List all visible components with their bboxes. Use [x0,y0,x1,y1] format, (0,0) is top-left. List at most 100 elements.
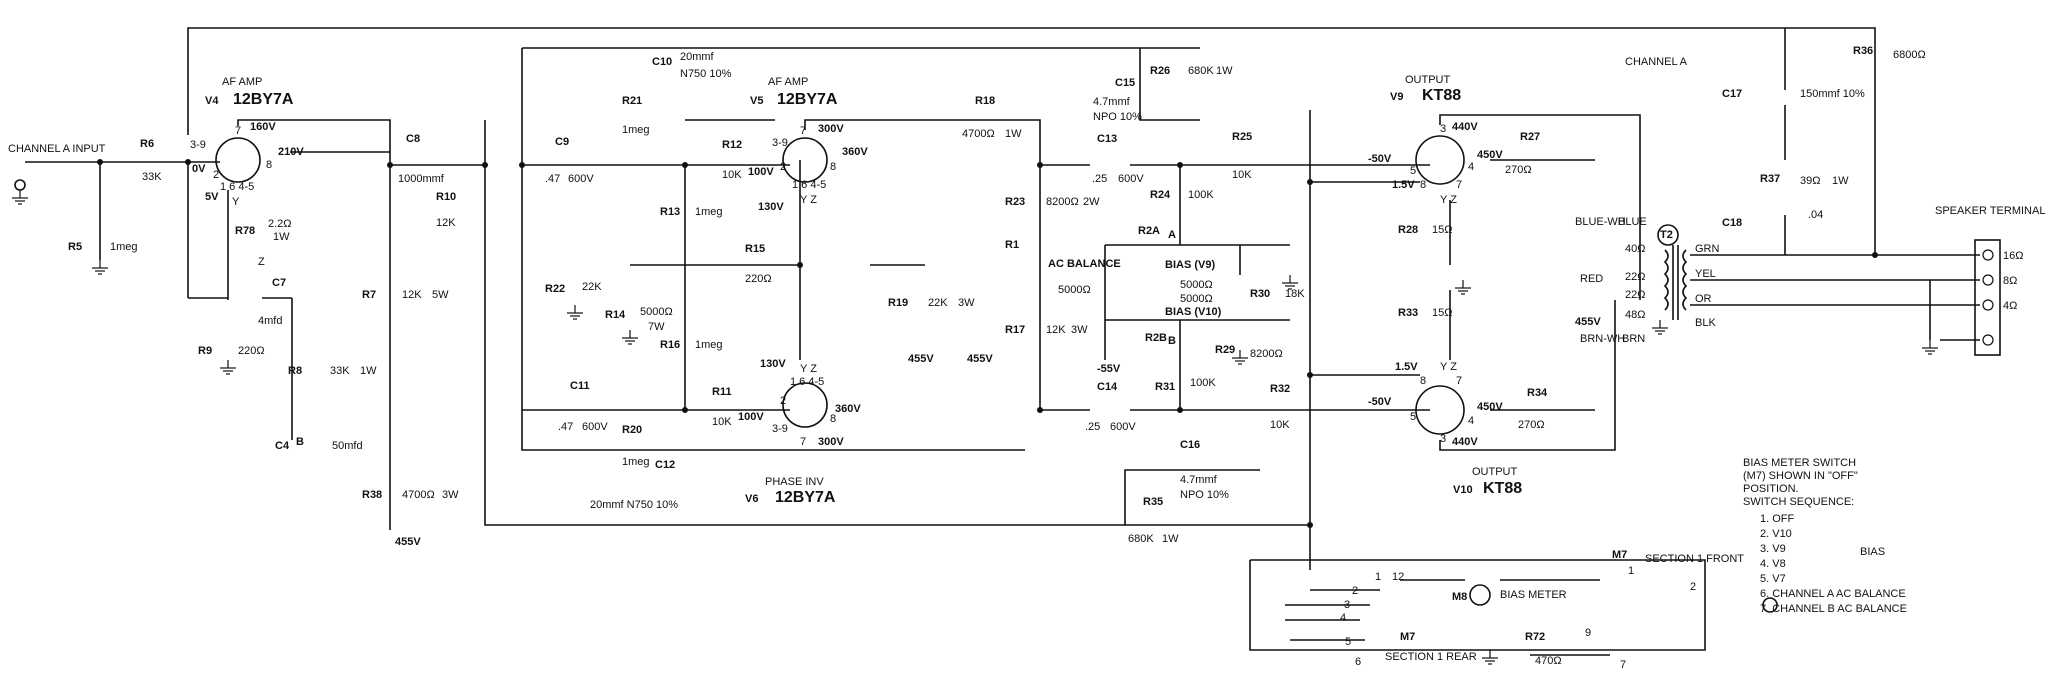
svg-text:2W: 2W [1083,196,1100,208]
svg-text:SPEAKER TERMINAL BOARD: SPEAKER TERMINAL BOARD [1935,205,2048,217]
svg-text:40Ω: 40Ω [1625,243,1645,255]
v9-envelope [1415,135,1465,185]
svg-text:8: 8 [1420,179,1426,191]
svg-text:1: 1 [1375,571,1381,583]
svg-text:4: 4 [1468,161,1474,173]
svg-text:15Ω: 15Ω [1432,307,1452,319]
svg-text:8200Ω: 8200Ω [1046,196,1079,208]
svg-text:7. CHANNEL B AC BALANCE: 7. CHANNEL B AC BALANCE [1760,603,1907,615]
svg-text:1. OFF: 1. OFF [1760,513,1795,525]
svg-text:360V: 360V [835,403,861,415]
svg-text:8: 8 [830,413,836,425]
svg-text:50mfd: 50mfd [332,440,363,452]
svg-text:220Ω: 220Ω [238,345,265,357]
switch-note: BIAS METER SWITCH (M7) SHOWN IN "OFF" PO… [1743,457,1907,615]
svg-text:10K: 10K [712,416,732,428]
svg-text:12K: 12K [1046,324,1066,336]
svg-text:BRN: BRN [1622,333,1645,345]
svg-text:2: 2 [1352,585,1358,597]
v6-envelope [782,382,828,428]
svg-text:1W: 1W [1005,128,1022,140]
svg-text:22K: 22K [582,281,602,293]
svg-text:2. V10: 2. V10 [1760,528,1792,540]
svg-text:33K: 33K [330,365,350,377]
svg-text:1meg: 1meg [622,456,650,468]
svg-text:R11: R11 [712,386,732,398]
svg-text:7W: 7W [648,321,665,333]
svg-text:15Ω: 15Ω [1432,224,1452,236]
svg-text:4Ω: 4Ω [2003,300,2017,312]
svg-text:300V: 300V [818,123,844,135]
svg-text:R24: R24 [1150,189,1171,201]
svg-text:4700Ω: 4700Ω [962,128,995,140]
svg-text:R23: R23 [1005,196,1025,208]
svg-text:1 6 4-5: 1 6 4-5 [790,376,824,388]
svg-text:1W: 1W [1162,533,1179,545]
svg-text:1: 1 [1628,565,1634,577]
svg-text:R2A: R2A [1138,225,1160,237]
svg-text:22Ω: 22Ω [1625,289,1645,301]
svg-text:48Ω: 48Ω [1625,309,1645,321]
svg-text:C10: C10 [652,56,672,68]
v9-role: OUTPUT [1405,74,1451,86]
svg-text:440V: 440V [1452,436,1478,448]
svg-text:C8: C8 [406,133,420,145]
input-label: CHANNEL A INPUT [8,143,106,155]
svg-text:R27: R27 [1520,131,1540,143]
svg-text:OR: OR [1695,293,1712,305]
svg-text:R28: R28 [1398,224,1418,236]
svg-text:R38: R38 [362,489,382,501]
svg-text:100V: 100V [738,411,764,423]
svg-text:R21: R21 [622,95,642,107]
svg-text:5000Ω: 5000Ω [1180,279,1213,291]
svg-text:5: 5 [1410,165,1416,177]
svg-text:-50V: -50V [1368,396,1392,408]
tube-labels: AF AMP V4 12BY7A AF AMP V5 12BY7A PHASE … [205,74,1522,506]
svg-text:Y Z: Y Z [1440,194,1457,206]
svg-text:22K: 22K [928,297,948,309]
v10-type: KT88 [1483,480,1522,497]
svg-text:455V: 455V [908,353,934,365]
svg-text:R36: R36 [1853,45,1873,57]
svg-text:220Ω: 220Ω [745,273,772,285]
speaker-labels: SPEAKER TERMINAL BOARD 16Ω 8Ω 4Ω [1935,205,2048,312]
svg-text:R14: R14 [605,309,626,321]
svg-text:1W: 1W [273,231,290,243]
svg-text:C14: C14 [1097,381,1118,393]
svg-text:270Ω: 270Ω [1505,164,1532,176]
bias-meter-symbol [1469,584,1491,606]
svg-text:5000Ω: 5000Ω [1058,284,1091,296]
svg-text:470Ω: 470Ω [1535,655,1562,667]
svg-text:3-9: 3-9 [190,139,206,151]
svg-text:BIAS METER SWITCH: BIAS METER SWITCH [1743,457,1856,469]
svg-text:R1: R1 [1005,239,1019,251]
svg-text:Y Z: Y Z [800,194,817,206]
svg-text:M7: M7 [1612,549,1627,561]
svg-text:7: 7 [800,436,806,448]
meter-switch-labels: M8 BIAS METER M7 SECTION 1 FRONT M7 SECT… [1340,549,1744,671]
svg-text:4700Ω: 4700Ω [402,489,435,501]
svg-text:20mmf N750 10%: 20mmf N750 10% [590,499,678,511]
svg-text:C17: C17 [1722,88,1742,100]
v5-role: AF AMP [768,76,808,88]
svg-text:20mmf: 20mmf [680,51,715,63]
svg-text:.25: .25 [1085,421,1100,433]
svg-text:RED: RED [1580,273,1603,285]
svg-text:270Ω: 270Ω [1518,419,1545,431]
svg-text:1.5V: 1.5V [1392,179,1415,191]
transformer-labels: T2 BLUE-WH BLUE RED BRN-WH BRN GRN YEL O… [1575,216,1720,345]
svg-text:R35: R35 [1143,496,1163,508]
svg-text:R7: R7 [362,289,376,301]
svg-text:R25: R25 [1232,131,1252,143]
svg-text:5. V7: 5. V7 [1760,573,1786,585]
v4-type: 12BY7A [233,91,294,108]
svg-text:1W: 1W [1832,175,1849,187]
v10-envelope [1415,385,1465,435]
svg-text:16Ω: 16Ω [2003,250,2023,262]
svg-text:Z: Z [258,256,265,268]
svg-text:C16: C16 [1180,439,1200,451]
svg-text:18K: 18K [1285,288,1305,300]
svg-text:SECTION 1 FRONT: SECTION 1 FRONT [1645,553,1744,565]
svg-text:6: 6 [1355,656,1361,668]
